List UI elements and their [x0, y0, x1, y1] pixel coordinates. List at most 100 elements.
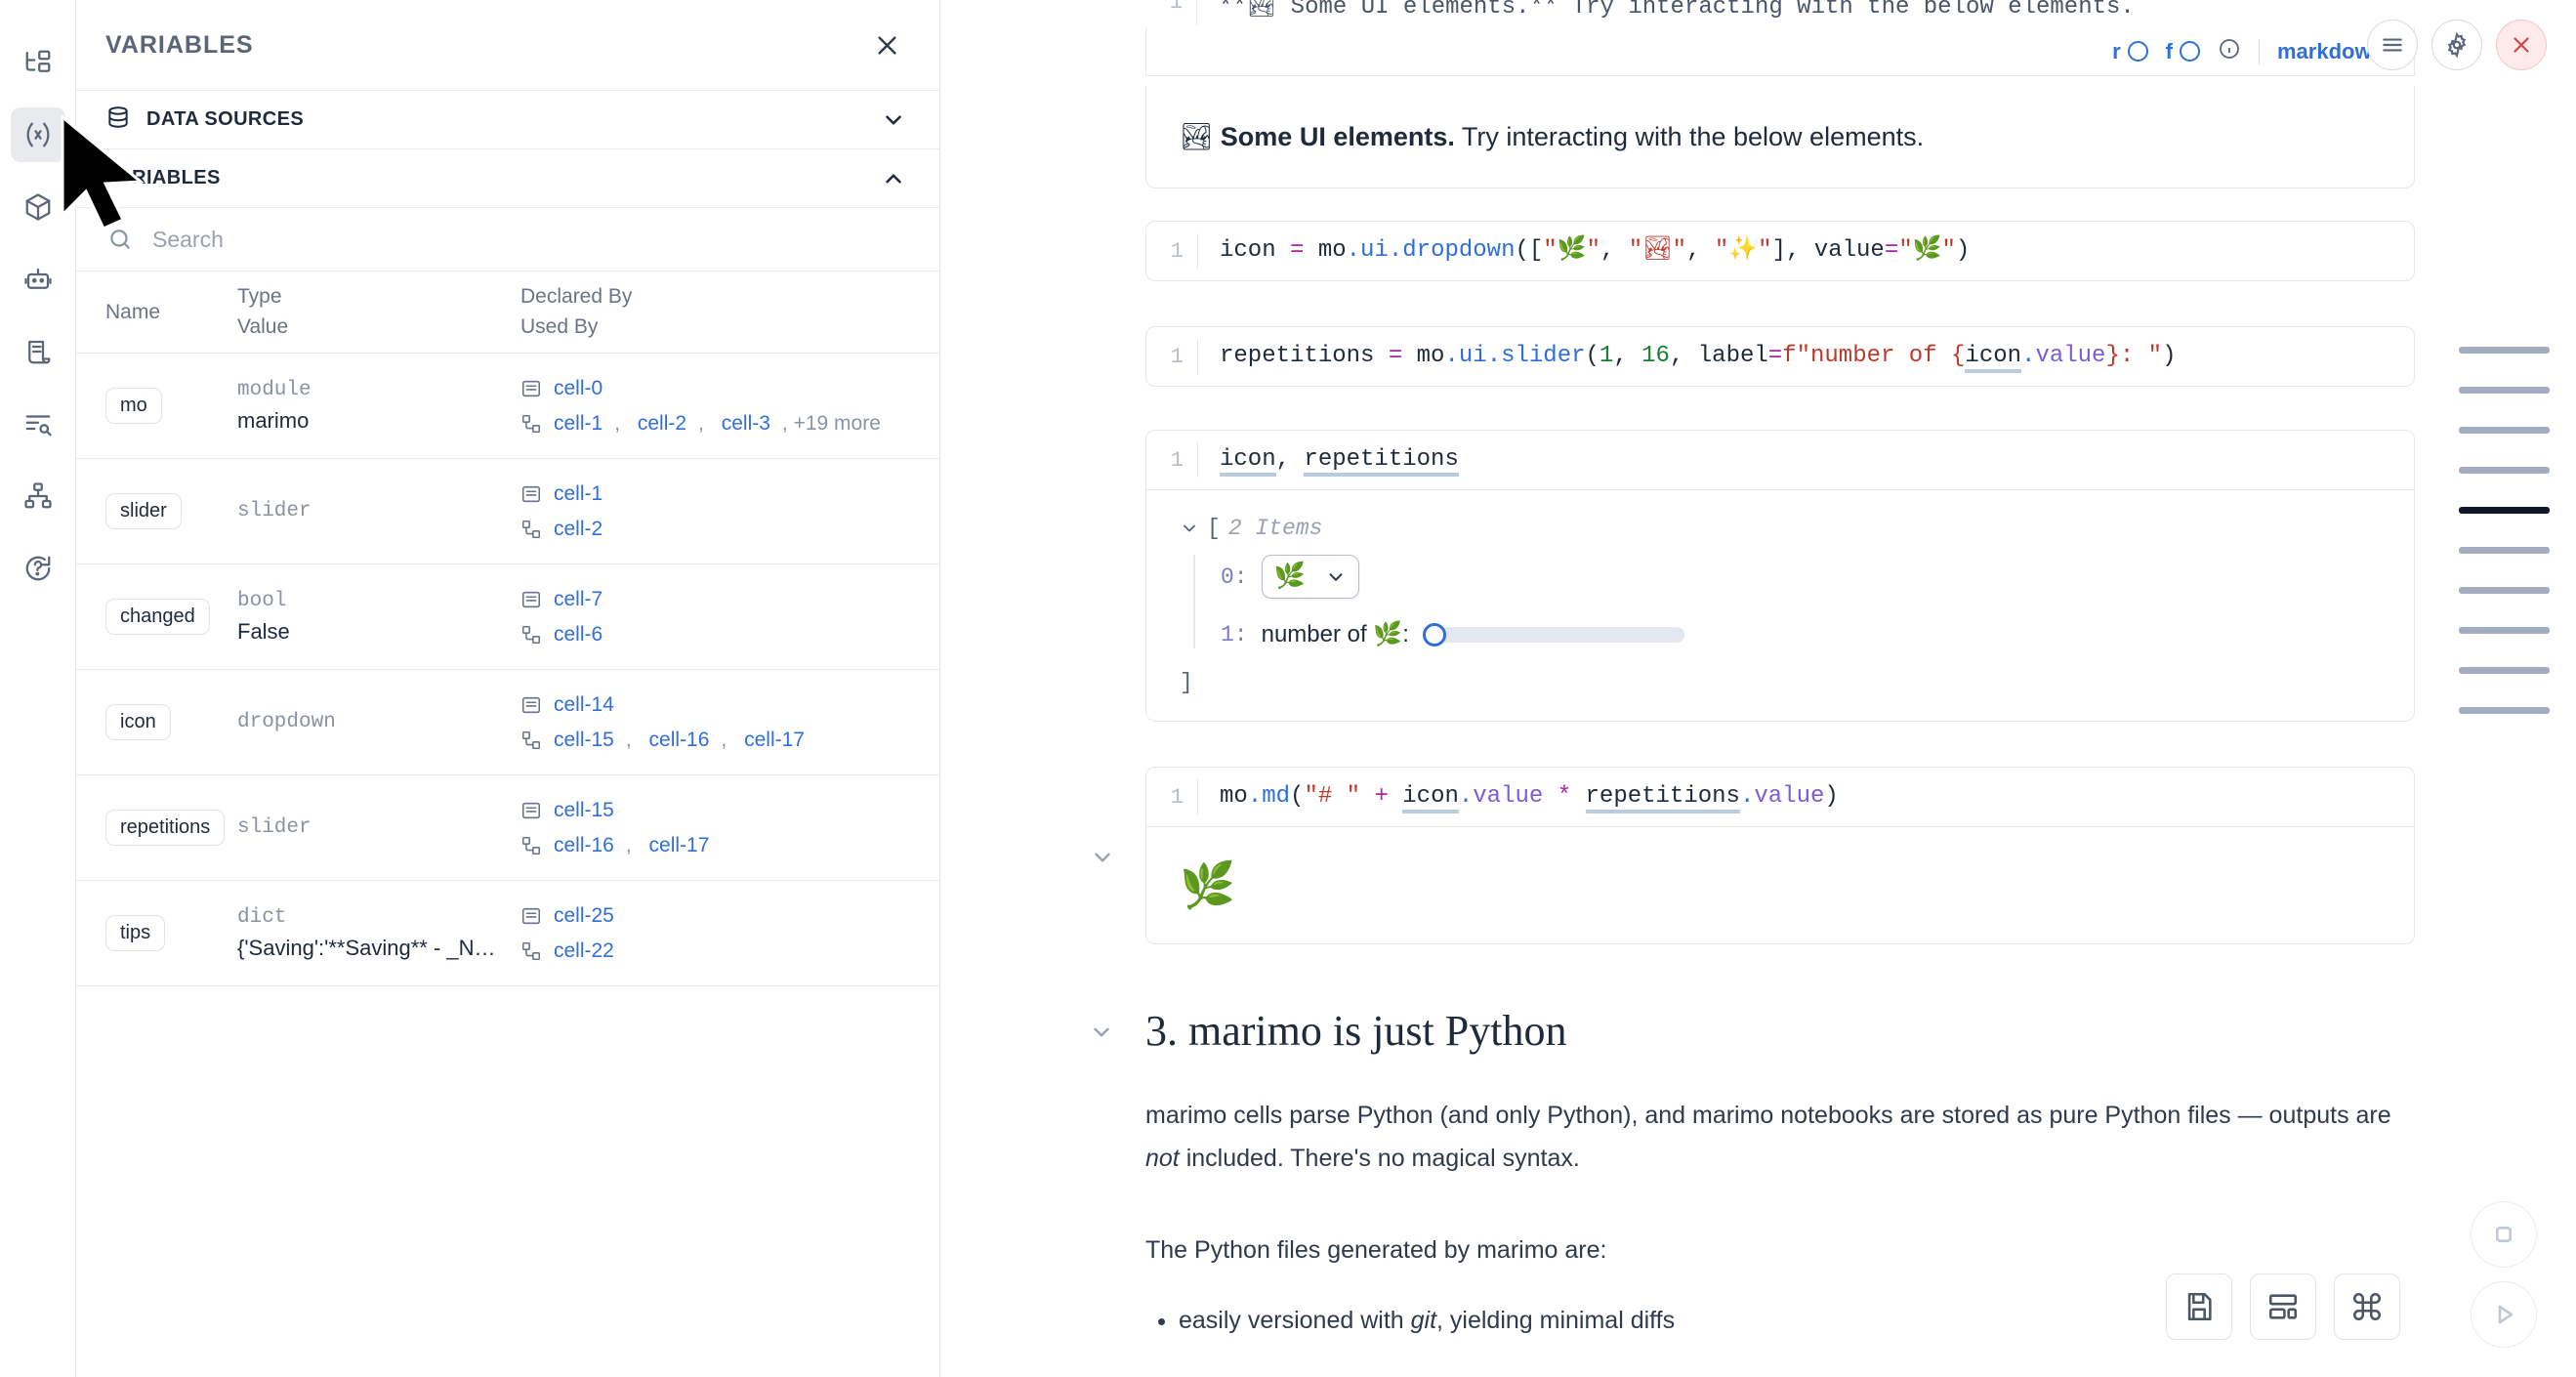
minimap-bar[interactable] — [2458, 427, 2550, 434]
cell-link[interactable]: cell-2 — [637, 411, 687, 435]
layout-button[interactable] — [2250, 1273, 2316, 1340]
file-tree-icon[interactable] — [11, 35, 65, 90]
code-line[interactable]: icon, repetitions — [1197, 442, 2414, 478]
dependency-graph-icon[interactable] — [11, 469, 65, 523]
cell-link[interactable]: cell-22 — [554, 939, 614, 962]
minimap-bar[interactable] — [2458, 587, 2550, 594]
section-data-sources[interactable]: DATA SOURCES — [76, 91, 939, 149]
code-editor[interactable]: 1 icon, repetitions — [1145, 430, 2415, 490]
variable-name-cell: icon — [76, 704, 237, 740]
cell-link[interactable]: cell-16 — [554, 833, 614, 856]
cell-link[interactable]: cell-17 — [648, 833, 710, 856]
code-line[interactable]: icon = mo.ui.dropdown(["🌿", "🏞", "✨"], v… — [1197, 233, 2414, 269]
repetitions-slider[interactable] — [1422, 622, 1684, 647]
variable-name-chip[interactable]: changed — [105, 599, 210, 635]
cell-dropdown-definition: 1 icon = mo.ui.dropdown(["🌿", "🏞", "✨"],… — [1145, 221, 2415, 281]
variable-name-cell: repetitions — [76, 810, 237, 846]
hamburger-menu-icon[interactable] — [2367, 20, 2418, 70]
flag-f-toggle[interactable] — [2179, 41, 2200, 62]
play-icon — [2498, 1305, 2514, 1324]
cell-link[interactable]: cell-6 — [554, 622, 603, 646]
command-icon — [2352, 1292, 2382, 1321]
flag-r[interactable]: r — [2112, 39, 2148, 64]
section-marimo-is-just-python: 3. marimo is just Python marimo cells pa… — [1094, 1006, 2415, 1335]
variable-type: dict — [237, 905, 287, 929]
help-icon[interactable] — [11, 541, 65, 596]
gear-icon[interactable] — [2431, 20, 2482, 70]
close-panel-button[interactable] — [867, 25, 906, 64]
list-output-header[interactable]: [ 2 Items — [1180, 516, 2381, 541]
minimap-bar[interactable] — [2458, 627, 2550, 634]
command-palette-button[interactable] — [2334, 1273, 2400, 1340]
package-icon[interactable] — [11, 180, 65, 234]
usage-icon — [521, 941, 541, 960]
document-search-icon[interactable] — [11, 396, 65, 451]
cell-link[interactable]: cell-0 — [554, 376, 603, 399]
code-editor[interactable]: 1 mo.md("# " + icon.value * repetitions.… — [1145, 767, 2415, 827]
left-icon-rail — [0, 0, 76, 1377]
cell-link[interactable]: cell-2 — [554, 517, 603, 540]
panel-header: VARIABLES — [76, 0, 939, 91]
declared-by-line: cell-15 — [520, 799, 882, 822]
code-line[interactable]: repetitions = mo.ui.slider(1, 16, label=… — [1197, 339, 2414, 374]
section-paragraph-2: The Python files generated by marimo are… — [1145, 1235, 1607, 1264]
cell-link[interactable]: cell-1 — [554, 481, 603, 505]
variable-name-chip[interactable]: icon — [105, 704, 171, 740]
save-button[interactable] — [2166, 1273, 2232, 1340]
cell-link[interactable]: cell-15 — [554, 798, 614, 821]
close-icon[interactable] — [2496, 20, 2547, 70]
variable-name-chip[interactable]: repetitions — [105, 810, 226, 846]
minimap-bar[interactable] — [2458, 347, 2550, 354]
variable-name-cell: mo — [76, 388, 237, 424]
variable-name-chip[interactable]: tips — [105, 915, 166, 951]
minimap-bar[interactable] — [2458, 387, 2550, 394]
cell-link[interactable]: cell-14 — [554, 692, 614, 716]
cell-link[interactable]: cell-3 — [721, 411, 770, 435]
minimap-bar[interactable] — [2458, 547, 2550, 554]
cell-link[interactable]: cell-16 — [648, 728, 710, 751]
variable-type: slider — [237, 816, 312, 839]
col-header-type-value: Type Value — [237, 285, 520, 339]
cell-link[interactable]: cell-25 — [554, 903, 614, 927]
flag-f[interactable]: f — [2166, 39, 2200, 64]
cell-link[interactable]: cell-15 — [554, 728, 614, 751]
variables-icon[interactable] — [10, 107, 65, 162]
scroll-icon[interactable] — [11, 324, 65, 379]
slider-track[interactable] — [1439, 626, 1684, 643]
code-line[interactable]: mo.md("# " + icon.value * repetitions.va… — [1197, 779, 2414, 814]
table-header-row: Name Type Value Declared By Used By — [76, 271, 939, 354]
cell-link[interactable]: cell-1 — [554, 411, 603, 435]
section-variables[interactable]: VARIABLES — [76, 149, 939, 208]
run-button[interactable] — [2471, 1281, 2537, 1348]
minimap-bar[interactable] — [2458, 707, 2550, 714]
minimap-bar[interactable] — [2458, 667, 2550, 674]
icon-dropdown[interactable]: 🌿 — [1261, 555, 1359, 599]
info-icon[interactable] — [2218, 37, 2241, 65]
cell-link[interactable]: cell-7 — [554, 587, 603, 610]
chevron-up-icon — [886, 174, 901, 183]
flag-r-toggle[interactable] — [2127, 41, 2148, 62]
stop-button[interactable] — [2471, 1201, 2537, 1268]
minimap-scrollbar[interactable] — [2431, 347, 2576, 747]
minimap-bar[interactable] — [2458, 467, 2550, 474]
collapse-output-toggle[interactable] — [1090, 845, 1115, 875]
slider-thumb[interactable] — [1422, 622, 1446, 647]
robot-icon[interactable] — [11, 252, 65, 307]
partial-code-line[interactable]: **🏞 Some UI elements.** Try interacting … — [1196, 0, 2415, 25]
variable-name-chip[interactable]: mo — [105, 388, 162, 424]
variable-name-chip[interactable]: slider — [105, 493, 182, 529]
cell-language-label[interactable]: markdown — [2276, 38, 2385, 63]
md-emoji: 🏞 — [1180, 122, 1214, 151]
minimap-bar[interactable] — [2458, 507, 2550, 514]
variables-table: Name Type Value Declared By Used By mo mo… — [76, 271, 939, 986]
variable-type: module — [237, 378, 312, 401]
chevron-down-icon — [1184, 524, 1195, 532]
cell-link[interactable]: cell-17 — [744, 728, 805, 751]
collapse-section-toggle[interactable] — [1089, 1020, 1114, 1050]
code-editor[interactable]: 1 icon = mo.ui.dropdown(["🌿", "🏞", "✨"],… — [1145, 221, 2415, 281]
close-bracket: ] — [1180, 670, 1193, 695]
code-editor[interactable]: 1 repetitions = mo.ui.slider(1, 16, labe… — [1145, 326, 2415, 387]
search-input[interactable] — [152, 226, 818, 253]
